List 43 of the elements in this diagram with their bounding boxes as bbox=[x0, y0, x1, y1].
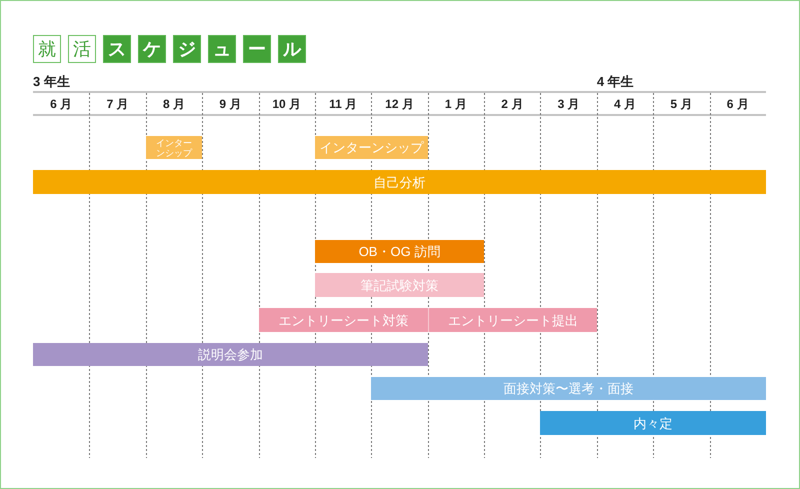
title-tile: ス bbox=[103, 35, 131, 63]
month-label: 10 月 bbox=[272, 97, 302, 111]
schedule-bar bbox=[259, 308, 428, 332]
bar-label: 説明会参加 bbox=[198, 347, 263, 362]
schedule-bar bbox=[428, 308, 597, 332]
title-tile: ジ bbox=[173, 35, 201, 63]
month-label: 3 月 bbox=[558, 97, 580, 111]
bar-label: 面接対策〜選考・面接 bbox=[504, 381, 634, 396]
month-label: 2 月 bbox=[501, 97, 524, 111]
month-label: 11 月 bbox=[329, 97, 358, 111]
month-label: 12 月 bbox=[385, 97, 414, 111]
schedule-bar bbox=[146, 136, 202, 159]
month-label: 7 月 bbox=[106, 97, 129, 111]
schedule-bar bbox=[371, 377, 766, 400]
month-label: 4 月 bbox=[614, 97, 636, 111]
grade-label: 3 年生 bbox=[33, 75, 70, 89]
title-tile: ュ bbox=[208, 35, 236, 63]
month-label: 6 月 bbox=[726, 97, 749, 111]
month-label: 1 月 bbox=[444, 97, 467, 111]
month-label: 5 月 bbox=[670, 97, 692, 111]
bar-label: エントリーシート対策 bbox=[278, 312, 408, 328]
month-label: 8 月 bbox=[162, 97, 185, 111]
month-label: 9 月 bbox=[219, 97, 242, 111]
title-tile: ー bbox=[243, 35, 271, 63]
bar-label: エントリーシート提出 bbox=[448, 312, 578, 328]
bar-label: 内々定 bbox=[634, 416, 672, 430]
title-tile: ル bbox=[278, 35, 306, 63]
month-label: 6 月 bbox=[50, 97, 72, 111]
bar-label: インターンシップ bbox=[155, 138, 194, 158]
title-tile: ケ bbox=[138, 35, 166, 63]
title-tile: 就 bbox=[33, 35, 61, 63]
title-tile: 活 bbox=[68, 35, 96, 63]
bar-label: OB・OG 訪問 bbox=[358, 244, 440, 259]
schedule-bar bbox=[315, 240, 484, 263]
grade-label: 4 年生 bbox=[596, 75, 634, 89]
schedule-bar bbox=[315, 273, 484, 297]
schedule-bar bbox=[33, 170, 766, 194]
schedule-bar bbox=[540, 411, 766, 435]
schedule-bar bbox=[315, 136, 428, 159]
bar-label: 自己分析 bbox=[374, 174, 426, 190]
bar-label: インターンシップ bbox=[320, 140, 424, 155]
bar-label: 筆記試験対策 bbox=[360, 278, 438, 292]
schedule-bar bbox=[33, 343, 428, 366]
